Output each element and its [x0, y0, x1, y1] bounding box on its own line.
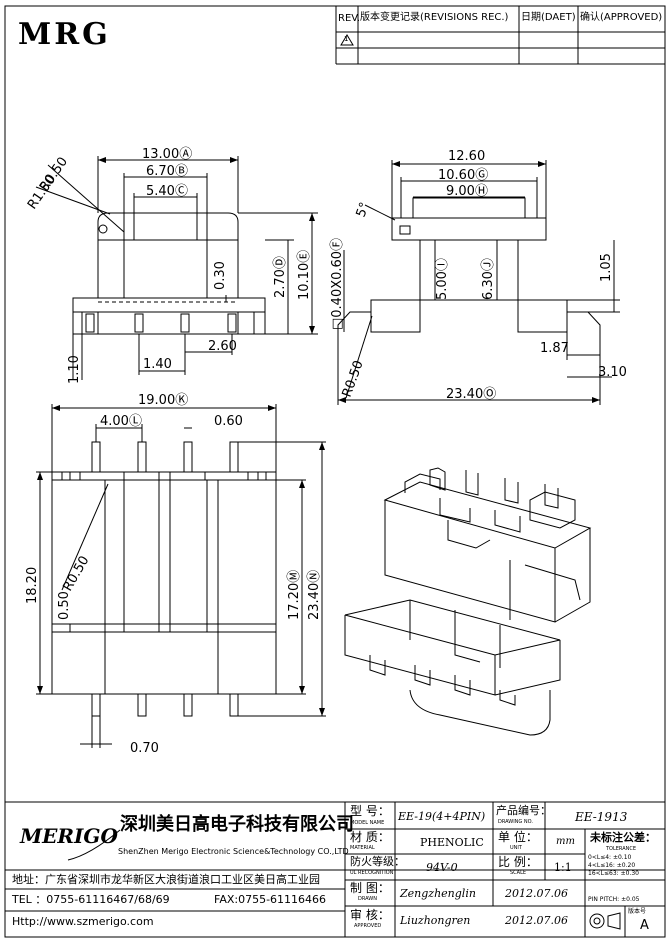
tolerance-row-3: 16<L≤63: ±0.30: [588, 870, 639, 877]
mrg-logo: MRG: [18, 17, 111, 52]
company-web: Http://www.szmerigo.com: [12, 915, 154, 928]
material-value: PHENOLIC: [420, 836, 484, 849]
model-label: 型 号：: [350, 804, 390, 818]
dim-n: 23.40Ⓝ: [307, 570, 322, 620]
merigo-logo: MERIGO: [20, 824, 118, 848]
material-label-en: MATERIAL: [350, 845, 375, 851]
title-block: [5, 801, 665, 937]
dim-1820: 18.20: [25, 567, 40, 604]
scale-label: 比 例：: [498, 855, 538, 869]
rev-symbol: 1: [344, 35, 349, 43]
approved-by: Liuzhongren: [400, 914, 471, 927]
dim-c: 5.40Ⓒ: [146, 184, 188, 199]
dim-050: 0.50: [57, 591, 72, 620]
dim-a: 13.00Ⓐ: [142, 147, 192, 162]
fire-rating-label: 防火等级：: [350, 855, 405, 868]
revision-triangle-icon: [340, 34, 354, 46]
rev-header: REV.: [338, 13, 360, 24]
date-header: 日期(DAET): [521, 12, 576, 23]
dim-m: 17.20Ⓜ: [287, 570, 302, 620]
dim-060: 0.60: [214, 414, 243, 429]
drawn-label: 制 图：: [350, 881, 390, 895]
dim-o: 23.40Ⓞ: [446, 387, 496, 402]
drawing-no-label: 产品编号：: [496, 804, 551, 817]
model-label-en: MODEL NAME: [350, 820, 385, 826]
tolerance-row-2: 4<L≤16: ±0.20: [588, 862, 636, 869]
company-name-en: ShenZhen Merigo Electronic Science&Techn…: [118, 847, 349, 856]
approve-header: 确认(APPROVED): [580, 12, 663, 23]
dim-i: 5.00Ⓘ: [435, 258, 450, 300]
drawing-no-label-en: DRAWING NO.: [498, 819, 533, 825]
tolerance-row-4: PIN PITCH: ±0.05: [588, 896, 640, 903]
scale-label-en: SCALE: [510, 870, 527, 876]
version-value: A: [640, 918, 649, 933]
dim-070: 0.70: [130, 741, 159, 756]
projection-symbol-icon: [589, 913, 605, 929]
side-view: [337, 160, 620, 405]
scale-value: 1:1: [554, 861, 572, 874]
fire-rating-value: 94V-0: [426, 861, 458, 874]
dim-top-r050: R0.50: [60, 554, 92, 594]
tolerance-row-1: 0<L≤4: ±0.10: [588, 854, 632, 861]
dim-140: 1.40: [143, 357, 172, 372]
dim-j: 6.30Ⓙ: [481, 258, 496, 300]
dimension-labels: 13.00Ⓐ 6.70Ⓑ 5.40Ⓒ R0.50 R1.50 0.30 2.70…: [25, 147, 627, 756]
dim-1260: 12.60: [448, 149, 485, 164]
dim-h: 9.00Ⓗ: [446, 184, 488, 199]
merigo-swoosh-icon: [67, 829, 121, 861]
dim-g: 10.60Ⓖ: [438, 168, 488, 183]
dim-030: 0.30: [213, 261, 228, 290]
approved-label-en: APPROVED: [354, 923, 382, 929]
dim-5deg: 5°: [354, 200, 373, 219]
isometric-view: [344, 467, 592, 736]
rev-desc-header: 版本变更记录(REVISIONS REC.): [360, 12, 509, 23]
dim-105: 1.05: [599, 253, 614, 282]
dim-r150: R1.50: [25, 173, 59, 213]
company-fax: FAX:0755-61116466: [214, 893, 327, 906]
dim-f: □0.40X0.60Ⓕ: [330, 238, 345, 330]
approved-label: 审 核：: [350, 908, 390, 922]
dim-b: 6.70Ⓑ: [146, 164, 188, 179]
dim-187: 1.87: [540, 341, 569, 356]
unit-label-en: UNIT: [510, 845, 522, 851]
drawn-label-en: DRAWN: [358, 896, 377, 902]
dim-k: 19.00Ⓚ: [138, 393, 188, 408]
model-value: EE-19(4+4PIN): [398, 810, 486, 823]
company-tel: TEL ：0755-61116467/68/69: [12, 893, 170, 906]
tolerance-label-en: TOLERANCE: [606, 846, 637, 852]
drawn-date: 2012.07.06: [505, 887, 568, 900]
drawing-no-value: EE-1913: [575, 810, 628, 824]
dim-l: 4.00Ⓛ: [100, 414, 142, 429]
drawn-by: Zengzhenglin: [400, 887, 476, 900]
arrowheads: [37, 157, 600, 716]
fire-rating-label-en: UL RECOGNITION: [350, 870, 394, 876]
sheet-border: [4, 5, 666, 938]
material-label: 材 质：: [350, 830, 390, 844]
top-view: [36, 404, 326, 748]
tolerance-label: 未标注公差：: [590, 831, 656, 844]
dim-310: 3.10: [598, 365, 627, 380]
dim-side-r050: R0.50: [340, 359, 367, 400]
dim-260: 2.60: [208, 339, 237, 354]
unit-label: 单 位：: [498, 830, 538, 844]
version-label: 版本号: [628, 908, 647, 915]
approved-date: 2012.07.06: [505, 914, 568, 927]
dim-110: 1.10: [67, 355, 82, 384]
company-name-cn: 深圳美日高电子科技有限公司: [120, 814, 354, 835]
company-address: 地址：广东省深圳市龙华新区大浪街道浪口工业区美日高工业园: [12, 873, 320, 886]
front-view: [35, 156, 318, 380]
dim-e: 10.10Ⓔ: [297, 250, 312, 300]
unit-value: mm: [556, 836, 575, 847]
revision-table: [335, 6, 665, 65]
dim-d: 2.70Ⓓ: [273, 256, 288, 298]
